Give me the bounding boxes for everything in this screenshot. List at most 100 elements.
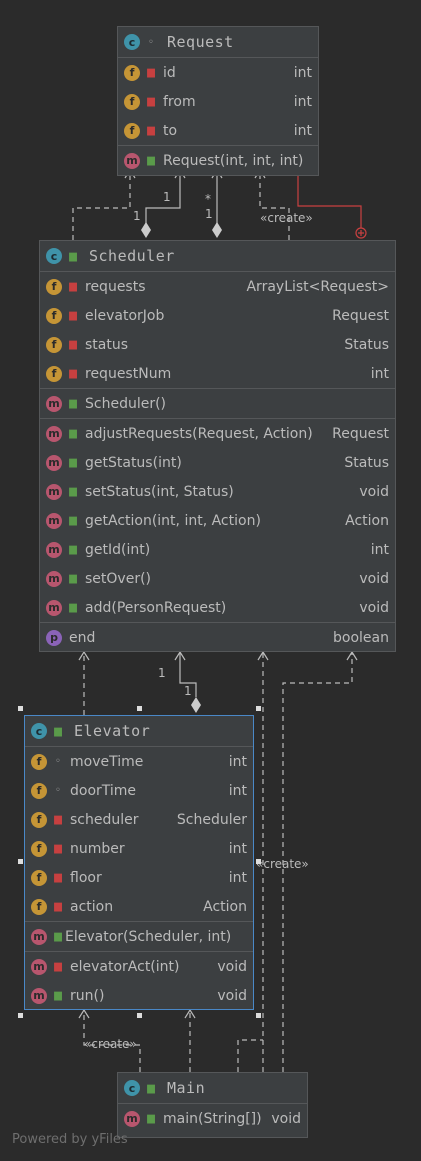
watermark: Powered by yFiles <box>12 1132 128 1147</box>
field-name: requestNum <box>85 365 172 382</box>
property-icon: p <box>46 629 62 646</box>
field-type: int <box>228 753 247 770</box>
aggregation-diamond <box>141 222 151 238</box>
method-row[interactable]: m▆setStatus(int, Status)void <box>40 477 395 506</box>
resize-handle[interactable] <box>256 859 261 864</box>
method-name: Elevator(Scheduler, int) <box>65 928 232 945</box>
aggregation-edge <box>179 652 197 697</box>
arrow-head <box>174 650 186 661</box>
class-title: Main <box>167 1079 206 1097</box>
method-type: void <box>359 483 389 500</box>
method-row[interactable]: m▆getAction(int, int, Action)Action <box>40 506 395 535</box>
dependency-edge <box>72 170 131 240</box>
class-title: Scheduler <box>89 247 175 265</box>
resize-handle[interactable] <box>137 1013 142 1018</box>
method-row[interactable]: m▆add(PersonRequest)void <box>40 593 395 622</box>
methods-section: m▆elevatorAct(int)void m▆run()void <box>25 952 253 1010</box>
field-name: floor <box>70 869 102 886</box>
method-row[interactable]: m▆getId(int)int <box>40 535 395 564</box>
resize-handle[interactable] <box>18 1013 23 1018</box>
field-type: int <box>228 782 247 799</box>
class-icon: c <box>124 1080 140 1096</box>
package-dot-icon: ◦ <box>55 785 61 796</box>
field-name: status <box>85 336 129 353</box>
field-type: int <box>228 840 247 857</box>
unlock-icon: ▆ <box>54 990 62 1001</box>
method-type: Action <box>345 512 389 529</box>
class-main[interactable]: c ▆ Main m▆main(String[])void <box>117 1072 308 1138</box>
method-name: add(PersonRequest) <box>85 599 227 616</box>
field-name: moveTime <box>70 753 144 770</box>
resize-handle[interactable] <box>256 1013 261 1018</box>
method-type: Status <box>344 454 389 471</box>
resize-handle[interactable] <box>256 706 261 711</box>
aggregation-diamond <box>212 222 222 238</box>
nested-plus-icon <box>355 227 367 239</box>
method-row[interactable]: m▆Request(int, int, int) <box>118 146 318 175</box>
arrow-head <box>346 650 358 661</box>
method-row[interactable]: m▆main(String[])void <box>118 1104 307 1133</box>
field-name: to <box>163 122 178 139</box>
field-icon: f <box>31 811 47 828</box>
constructor-row[interactable]: m▆Elevator(Scheduler, int) <box>25 922 253 951</box>
method-row[interactable]: m▆run()void <box>25 981 253 1010</box>
lock-icon: ▆ <box>69 339 77 350</box>
method-row[interactable]: m▆setOver()void <box>40 564 395 593</box>
method-row[interactable]: m▆adjustRequests(Request, Action)Request <box>40 419 395 448</box>
resize-handle[interactable] <box>137 706 142 711</box>
method-name: setStatus(int, Status) <box>85 483 234 500</box>
method-name: Request(int, int, int) <box>163 152 304 169</box>
method-type: int <box>370 541 389 558</box>
method-row[interactable]: m▆elevatorAct(int)void <box>25 952 253 981</box>
constructor-row[interactable]: m▆Scheduler() <box>40 389 395 418</box>
nested-class-edge <box>297 170 362 228</box>
multiplicity-label: * <box>205 192 211 206</box>
methods-section: m▆adjustRequests(Request, Action)Request… <box>40 419 395 623</box>
field-name: id <box>163 64 176 81</box>
resize-handle[interactable] <box>18 706 23 711</box>
lock-icon: ▆ <box>54 961 62 972</box>
method-icon: m <box>31 987 47 1004</box>
resize-handle[interactable] <box>18 859 23 864</box>
method-name: setOver() <box>85 570 151 587</box>
field-type: Status <box>344 336 389 353</box>
method-type: void <box>271 1110 301 1127</box>
field-icon: f <box>46 336 62 353</box>
method-row[interactable]: m▆getStatus(int)Status <box>40 448 395 477</box>
arrow-head <box>257 650 269 661</box>
field-icon: f <box>124 122 140 139</box>
field-type: int <box>228 869 247 886</box>
field-row[interactable]: f ▆ status Status <box>40 330 395 359</box>
field-icon: f <box>31 753 47 770</box>
unlock-icon: ▆ <box>69 573 77 584</box>
create-label: «create» <box>260 211 313 225</box>
unlock-icon: ▆ <box>69 250 77 262</box>
package-dot-icon: ◦ <box>148 36 154 48</box>
methods-section: m▆Request(int, int, int) <box>118 146 318 175</box>
method-type: void <box>217 987 247 1004</box>
class-header: c ▆ Scheduler <box>40 241 395 272</box>
dependency-edge <box>237 1039 263 1072</box>
lock-icon: ▆ <box>54 872 62 883</box>
arrow-head <box>78 650 90 661</box>
dependency-edge <box>83 1010 141 1072</box>
field-icon: f <box>46 307 62 324</box>
